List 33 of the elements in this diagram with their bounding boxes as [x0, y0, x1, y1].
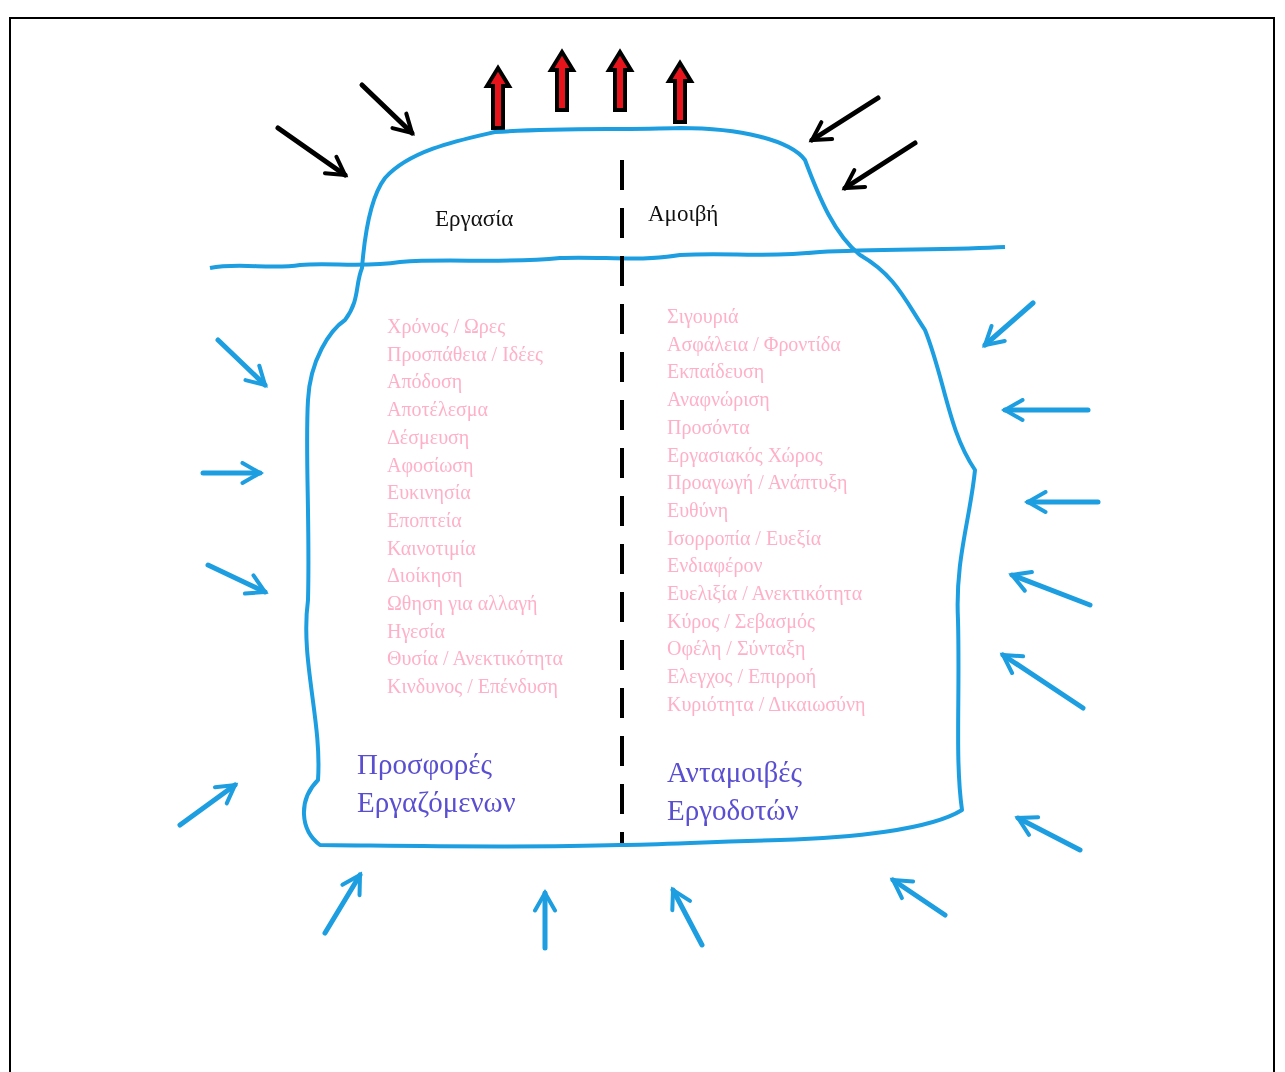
- list-item: Ευελιξία / Ανεκτικότητα: [667, 583, 863, 603]
- list-item: Εργασιακός Χώρος: [667, 444, 823, 465]
- list-item: Ευκινησία: [387, 482, 471, 503]
- list-item: Προσπάθεια / Ιδέες: [387, 343, 543, 364]
- section-heading: Αμοιβή: [648, 202, 719, 225]
- list-item: Απόδοση: [387, 371, 463, 392]
- list-item: Κινδυνος / Επένδυση: [387, 676, 559, 697]
- list-item: Ευθύνη: [667, 499, 729, 520]
- column-heading: Ανταμοιβές Εργοδοτών: [667, 755, 804, 828]
- list-item: Ελεγχος / Επιρροή: [667, 666, 817, 687]
- list-item: Θυσία / Ανεκτικότητα: [387, 648, 563, 669]
- list-item: Κυριότητα / Δικαιωσύνη: [667, 693, 866, 714]
- list-item: Ωθηση για αλλαγή: [387, 593, 538, 613]
- list-item: Εποπτεία: [387, 509, 462, 530]
- list-item: Ισορροπία / Ευεξία: [667, 527, 822, 548]
- list-item: Χρόνος / Ωρες: [387, 316, 506, 336]
- list-item: Σιγουριά: [667, 306, 739, 326]
- list-item: Αναφνώριση: [667, 389, 770, 410]
- list-item: Ασφάλεια / Φροντίδα: [667, 333, 841, 354]
- column-heading: Προσφορές Εργαζόμενων: [357, 747, 517, 820]
- list-item: Καινοτιμία: [387, 537, 476, 558]
- list-item: Προαγωγή / Ανάπτυξη: [667, 472, 848, 493]
- list-item: Αποτέλεσμα: [387, 399, 489, 420]
- list-item: Διοίκηση: [387, 565, 463, 586]
- section-heading: Εργασία: [435, 207, 514, 230]
- list-item: Ενδιαφέρον: [667, 555, 763, 576]
- list-item: Αφοσίωση: [387, 454, 474, 475]
- list-item: Ηγεσία: [387, 620, 445, 641]
- list-item: Οφέλη / Σύνταξη: [667, 638, 806, 659]
- list-item: Δέσμευση: [387, 426, 470, 447]
- list-item: Προσόντα: [667, 416, 750, 437]
- list-item: Εκπαίδευση: [667, 361, 765, 382]
- list-item: Κύρος / Σεβασμός: [667, 610, 815, 631]
